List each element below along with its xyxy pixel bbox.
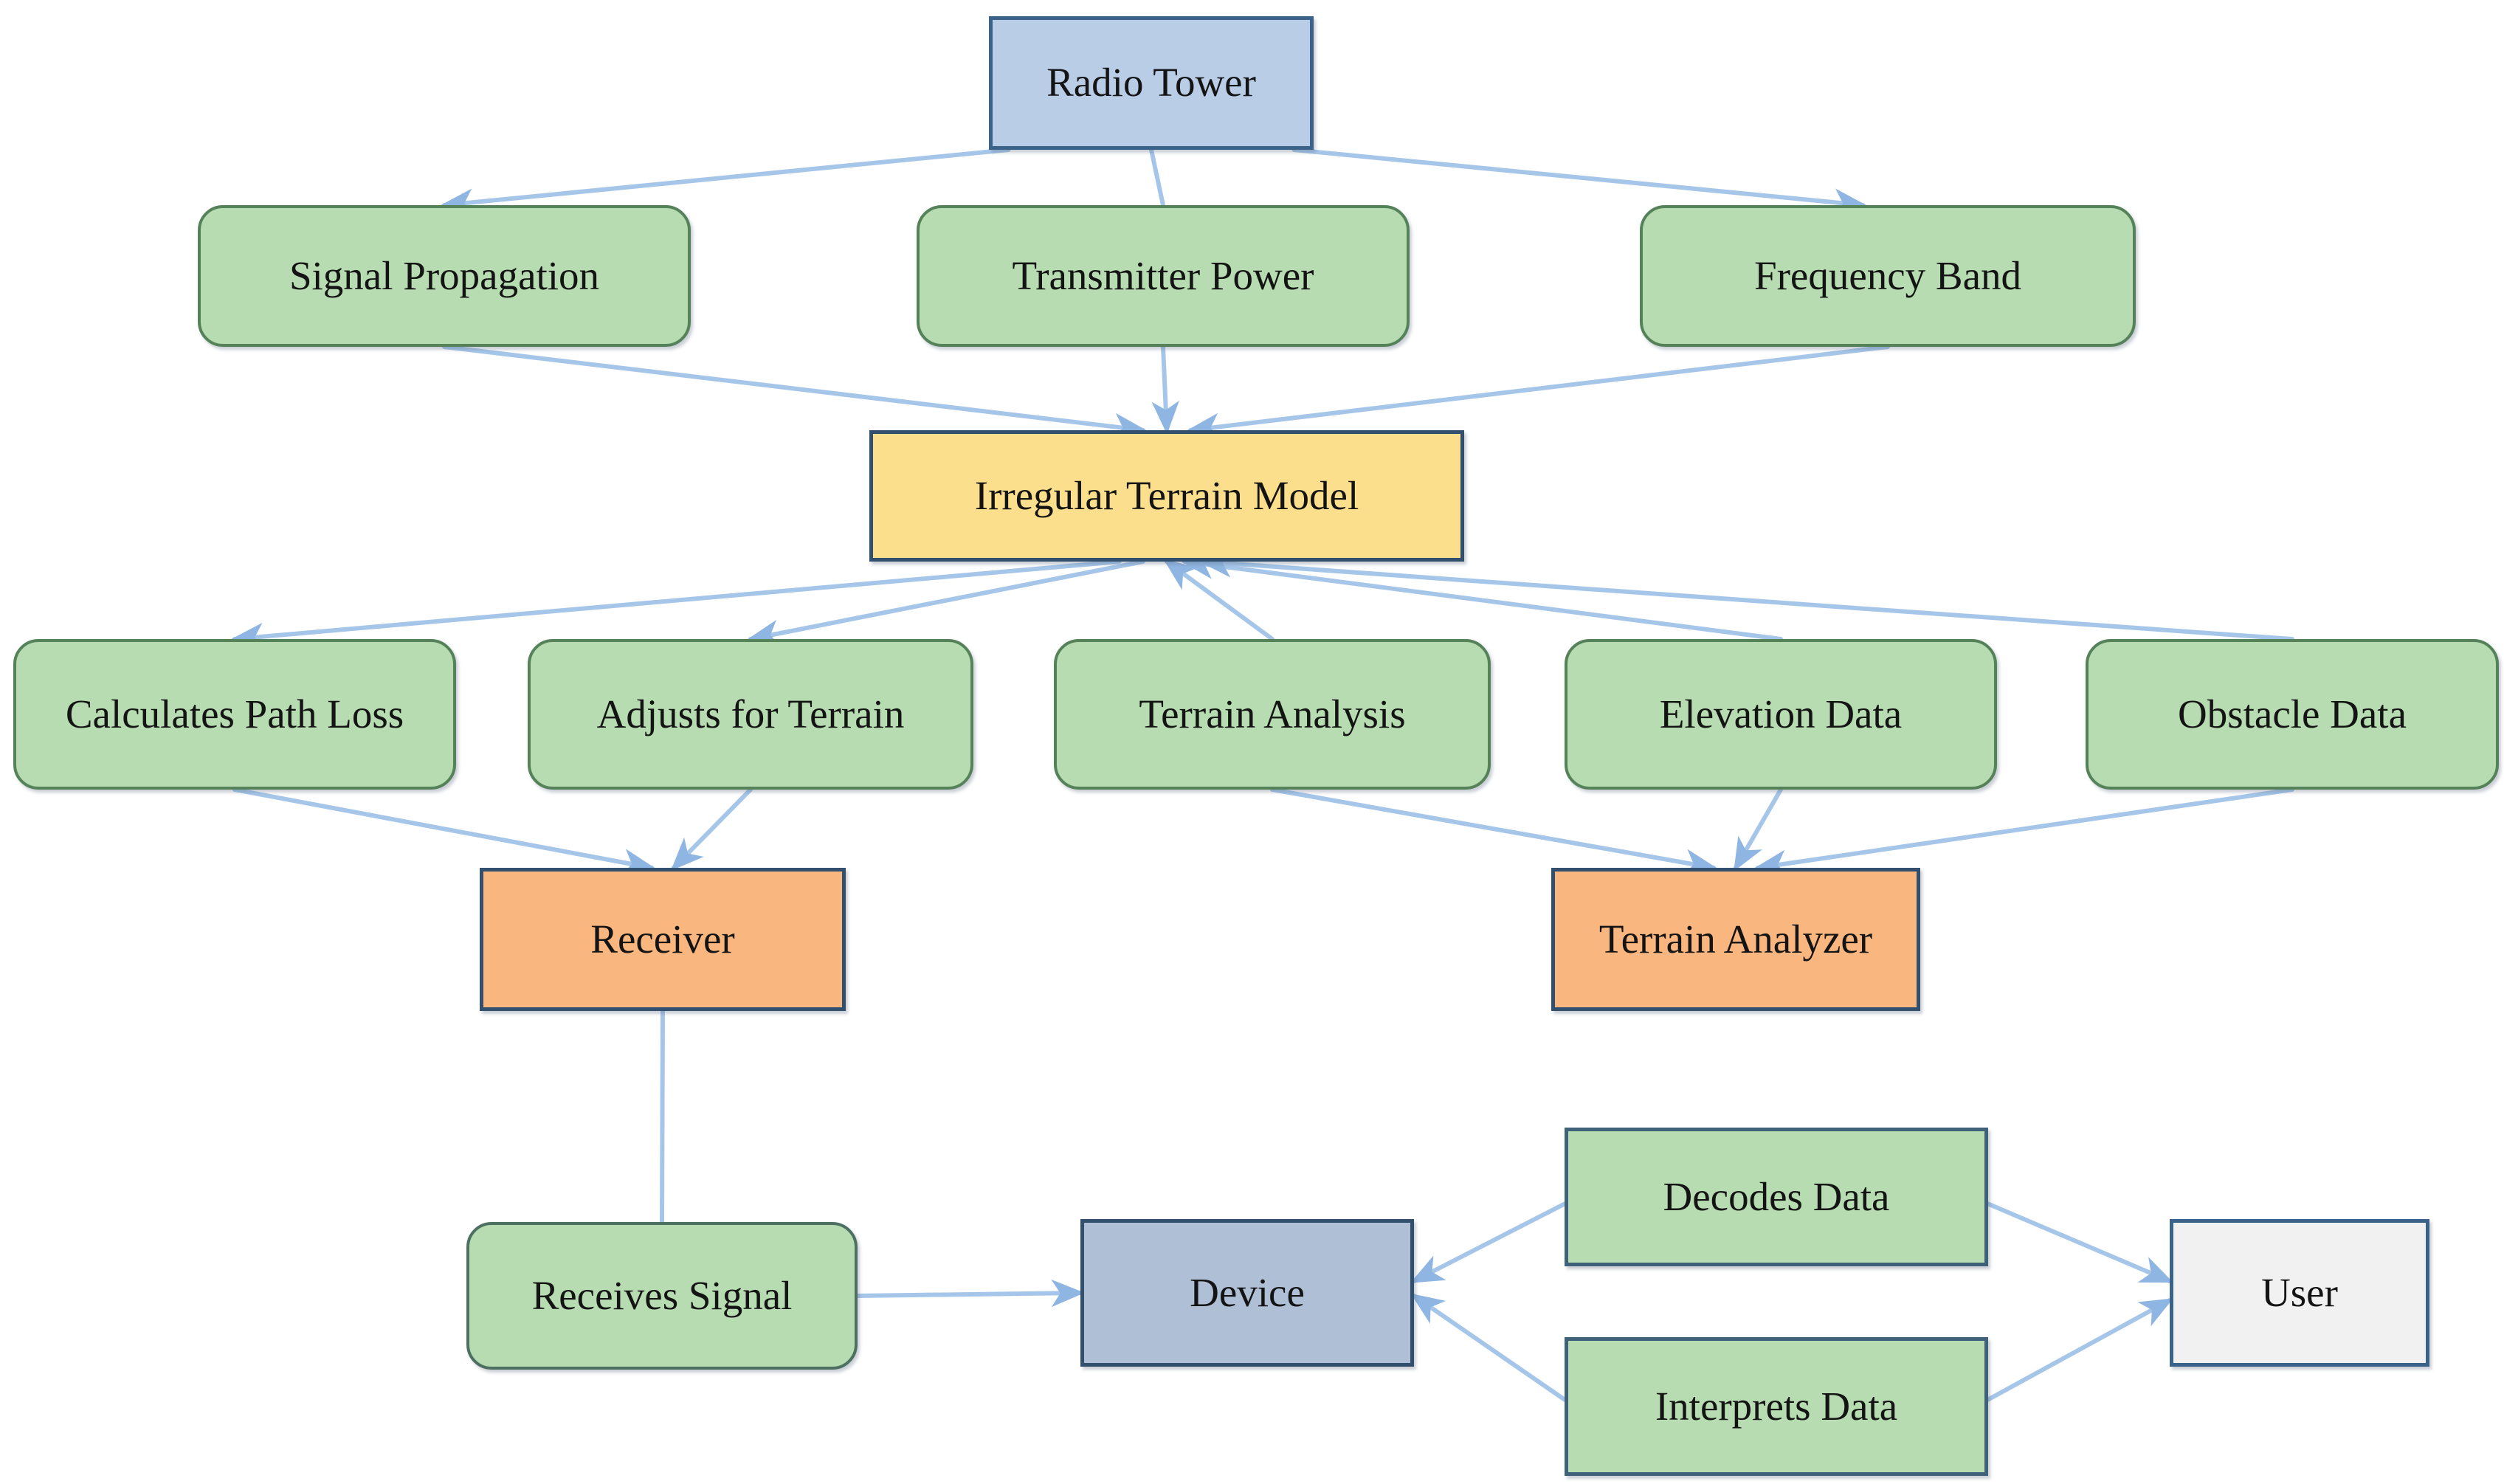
edge-itm-to-calculates-path-loss [230,559,1122,651]
node-label: Radio Tower [1046,60,1256,106]
node-terrain-analysis: Terrain Analysis [1054,639,1491,790]
edge-radio-tower-to-signal-propagation [440,148,1011,216]
node-label: Receives Signal [531,1272,793,1318]
edge-terrain-analysis-to-itm [1163,559,1275,641]
edge-elevation-data-to-terrain-analyzer [1734,787,1783,872]
node-decodes-data: Decodes Data [1565,1128,1988,1266]
node-receives-signal: Receives Signal [466,1222,858,1370]
edge-obstacle-data-to-itm [1198,550,2294,641]
node-label: Interprets Data [1655,1383,1898,1429]
node-transmitter-power: Transmitter Power [917,205,1410,347]
edge-calculates-path-loss-to-receiver [232,787,656,877]
node-frequency-band: Frequency Band [1640,205,2136,347]
edge-obstacle-data-to-terrain-analyzer [1753,787,2294,877]
node-label: Transmitter Power [1012,252,1314,298]
node-obstacle-data: Obstacle Data [2086,639,2499,790]
node-label: Device [1190,1269,1305,1315]
edge-elevation-data-to-itm [1180,551,1783,641]
edge-terrain-analysis-to-terrain-analyzer [1270,787,1718,877]
node-interprets-data: Interprets Data [1565,1337,1988,1476]
node-label: Decodes Data [1663,1173,1890,1219]
node-label: Terrain Analyzer [1598,916,1873,962]
node-label: Adjusts for Terrain [596,691,905,736]
node-user: User [2170,1219,2429,1367]
node-label: Terrain Analysis [1139,691,1406,736]
node-terrain-analyzer: Terrain Analyzer [1551,868,1920,1011]
node-label: Obstacle Data [2178,691,2407,736]
node-receiver: Receiver [480,868,846,1011]
node-radio-tower: Radio Tower [989,16,1314,150]
node-label: Elevation Data [1659,691,1903,736]
node-adjusts-for-terrain: Adjusts for Terrain [528,639,973,790]
node-signal-propagation: Signal Propagation [198,205,691,347]
node-label: User [2261,1269,2338,1315]
node-label: Signal Propagation [289,252,600,298]
edge-radio-tower-to-transmitter-power [1149,148,1165,207]
edge-frequency-band-to-itm [1186,345,1890,441]
node-device: Device [1080,1219,1414,1367]
edge-decodes-data-to-user [1986,1201,2174,1283]
edge-radio-tower-to-frequency-band [1291,148,1867,216]
edge-receives-signal-to-device [855,1279,1085,1308]
edge-decodes-data-to-device [1410,1201,1567,1283]
edge-receiver-to-receives-signal [660,1009,665,1224]
edge-itm-to-adjusts-for-terrain [746,559,1145,647]
node-label: Irregular Terrain Model [974,472,1359,518]
node-itm: Irregular Terrain Model [869,430,1464,562]
edge-adjusts-for-terrain-to-receiver [670,787,753,872]
edge-signal-propagation-to-itm [442,345,1148,441]
node-label: Frequency Band [1754,252,2021,298]
node-label: Receiver [590,916,735,962]
edge-transmitter-power-to-itm [1151,345,1179,435]
edge-interprets-data-to-device [1410,1293,1567,1402]
node-elevation-data: Elevation Data [1565,639,1997,790]
node-calculates-path-loss: Calculates Path Loss [13,639,456,790]
edge-interprets-data-to-user [1986,1298,2173,1402]
node-label: Calculates Path Loss [65,691,404,736]
